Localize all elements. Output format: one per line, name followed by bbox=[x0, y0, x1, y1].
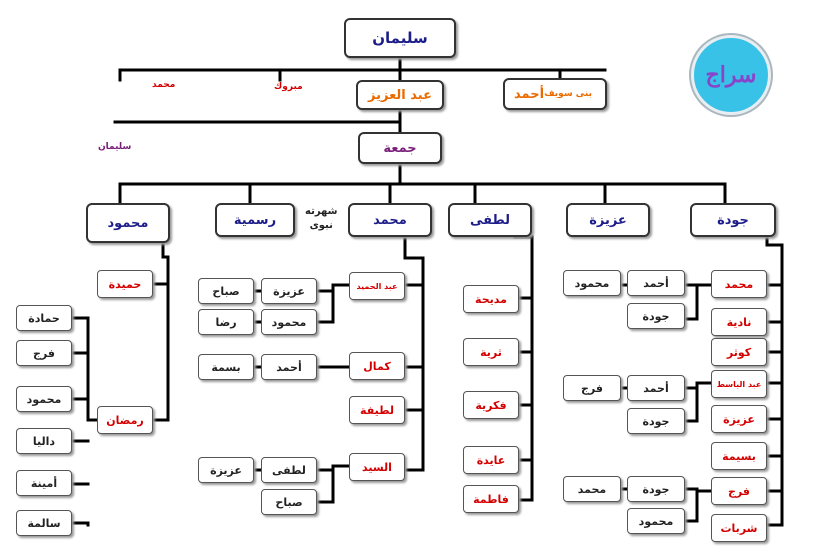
gouda-child-abdelbaset: عبد الباسط bbox=[711, 370, 767, 398]
farag-grandchild-mohamed: محمد bbox=[563, 476, 621, 502]
mohamed-child-abdelhamid: عبد الحميد bbox=[349, 272, 405, 300]
gouda-child-farag: فرج bbox=[711, 477, 767, 505]
side-sulaiman-label: سليمان bbox=[98, 142, 132, 152]
ahmad-note: بنى سويف bbox=[544, 89, 592, 99]
gouda-child-basima: بسيمة bbox=[711, 442, 767, 470]
lotfy-child-tharia: ثرية bbox=[463, 338, 519, 366]
abdelbaset-child-gouda: جودة bbox=[627, 408, 685, 434]
gouda-grandchild-gouda: جودة bbox=[627, 303, 685, 329]
gouda-child-sharbat: شربات bbox=[711, 514, 767, 542]
gouda-grandchild-ahmad: أحمد bbox=[627, 270, 685, 296]
shohrato-line1: شهرته bbox=[305, 206, 338, 217]
mahmoud-child-ramadan: رمضان bbox=[97, 406, 153, 434]
farag-child-mahmoud: محمود bbox=[627, 508, 685, 534]
mohamed-child-kamal: كمال bbox=[349, 352, 405, 380]
kamal-child-ahmad: أحمد bbox=[261, 354, 317, 380]
ramadan-child-hamada: حمادة bbox=[16, 305, 72, 331]
lotfy-child-fatma: فاطمة bbox=[463, 485, 519, 513]
child-lotfy: لطفى bbox=[448, 203, 532, 237]
logo-text: سراج bbox=[705, 62, 757, 88]
lotfy-child-aida: عايدة bbox=[463, 446, 519, 474]
child-mohamed: محمد bbox=[348, 203, 432, 237]
mohamed-label: محمد bbox=[152, 80, 176, 90]
gouda-greatgrandchild-mahmoud: محمود bbox=[563, 270, 621, 296]
farag-child-gouda: جودة bbox=[627, 476, 685, 502]
lotfy-child-aziza: عزيزة bbox=[198, 457, 254, 483]
abdelbaset-child-ahmad: أحمد bbox=[627, 375, 685, 401]
ramadan-child-amina: أمينة bbox=[16, 470, 72, 496]
child-mahmoud: محمود bbox=[86, 203, 170, 243]
ahmad-child-basma: بسمة bbox=[198, 354, 254, 380]
shohrato-label: شهرته نبوى bbox=[305, 205, 337, 233]
child-gouda: جودة bbox=[690, 203, 776, 237]
ahmad-name: أحمد bbox=[514, 86, 545, 102]
ramadan-child-mahmoud: محمود bbox=[16, 386, 72, 412]
gouda-child-aziza: عزيزة bbox=[711, 405, 767, 433]
mohamed-child-latifa: لطيفة bbox=[349, 396, 405, 424]
siraj-logo: سراج bbox=[691, 35, 771, 115]
gomaa-box: جمعة bbox=[358, 132, 442, 164]
abdelhamid-child-aziza: عزيزة bbox=[261, 278, 317, 304]
ahmad-box: أحمد بنى سويف bbox=[503, 78, 607, 110]
aziza-child-sabah: صباح bbox=[198, 278, 254, 304]
abdelbaset-grandchild-farag: فرج bbox=[563, 375, 621, 401]
abdelaziz-box: عبد العزيز bbox=[356, 80, 444, 110]
mabrouk-label: مبروك bbox=[274, 82, 303, 92]
child-rasmia: رسمية bbox=[215, 203, 295, 237]
elsayed-child-sabah: صباح bbox=[261, 489, 317, 515]
gouda-child-mohamed: محمد bbox=[711, 270, 767, 298]
ramadan-child-dalia: داليا bbox=[16, 428, 72, 454]
abdelhamid-child-mahmoud: محمود bbox=[261, 309, 317, 335]
mohamed-child-elsayed: السيد bbox=[349, 453, 405, 481]
ramadan-child-farag: فرج bbox=[16, 340, 72, 366]
gouda-child-kawthar: كوثر bbox=[711, 338, 767, 366]
mahmoud-child-hamida: حميدة bbox=[97, 270, 153, 298]
gouda-child-nadia: نادية bbox=[711, 308, 767, 336]
mahmoud-child-reda: رضا bbox=[198, 309, 254, 335]
lotfy-child-madiha: مديحة bbox=[463, 285, 519, 313]
root-box: سليمان bbox=[344, 18, 456, 58]
child-aziza: عزيزة bbox=[566, 203, 650, 237]
lotfy-child-fekria: فكرية bbox=[463, 391, 519, 419]
shohrato-line2: نبوى bbox=[309, 220, 333, 231]
elsayed-child-lotfy: لطفى bbox=[261, 457, 317, 483]
ramadan-child-salma: سالمة bbox=[16, 510, 72, 536]
